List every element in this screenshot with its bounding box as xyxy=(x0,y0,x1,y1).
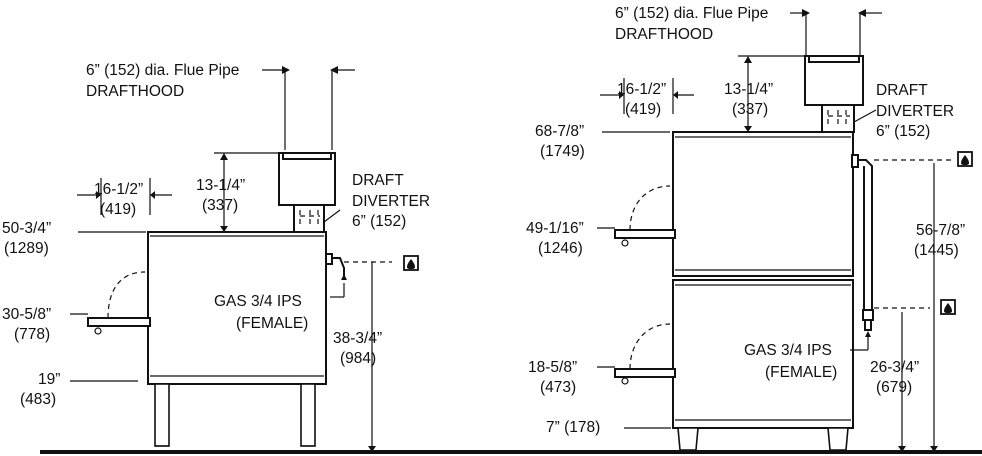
right-diverter-size: 6” (152) xyxy=(876,123,930,140)
left-hood-dimension xyxy=(214,152,279,232)
right-gas-label-line1: GAS 3/4 IPS xyxy=(744,342,832,359)
left-gas-connection xyxy=(325,253,392,452)
left-gas-height-in: 38-3/4” xyxy=(333,330,382,347)
left-drafthood-label: DRAFTHOOD xyxy=(86,83,184,100)
right-unit: 6” (152) dia. Flue Pipe DRAFTHOOD DRAFT … xyxy=(526,5,973,452)
right-gas-upper-in: 56-7/8” xyxy=(916,222,965,239)
left-flue-arrows xyxy=(262,66,355,150)
left-conveyor xyxy=(87,271,151,335)
right-gas-lower-in: 26-3/4” xyxy=(870,359,919,376)
right-flue-pipe-label: 6” (152) dia. Flue Pipe xyxy=(615,5,768,22)
right-width-mm: (419) xyxy=(625,101,661,118)
right-leg-height: 7” (178) xyxy=(546,419,600,436)
right-hood-dimension xyxy=(738,55,805,132)
left-gas-height-mm: (984) xyxy=(340,350,376,367)
right-draft-diverter xyxy=(821,104,855,133)
left-leg-back xyxy=(300,383,316,447)
right-lower-oven xyxy=(672,279,854,429)
left-gas-label-line2: (FEMALE) xyxy=(236,315,308,332)
left-top-height-mm: (1289) xyxy=(4,240,49,257)
left-diverter-label: DIVERTER xyxy=(352,193,430,210)
right-width-dimension xyxy=(600,78,694,114)
gas-connection-icon xyxy=(403,255,419,271)
right-diverter-label: DIVERTER xyxy=(876,103,954,120)
left-conveyor-height-in: 30-5/8” xyxy=(2,306,51,323)
gas-connection-icon xyxy=(957,151,973,167)
right-drafthood-label: DRAFTHOOD xyxy=(615,26,713,43)
gas-connection-icon xyxy=(940,299,956,315)
right-gas-label-line2: (FEMALE) xyxy=(765,364,837,381)
left-drafthood-box xyxy=(278,152,336,206)
left-gas-label-line1: GAS 3/4 IPS xyxy=(214,293,302,310)
right-upper-conveyor-mm: (1246) xyxy=(538,240,583,257)
right-gas-upper-mm: (1445) xyxy=(914,242,959,259)
right-drafthood-box xyxy=(804,55,864,106)
right-draft-label: DRAFT xyxy=(876,82,928,99)
right-lower-conveyor-mm: (473) xyxy=(540,379,576,396)
left-oven-body xyxy=(147,231,327,385)
left-diverter-size: 6” (152) xyxy=(352,213,406,230)
right-flue-arrows xyxy=(790,9,882,55)
left-width-dimension xyxy=(77,178,172,215)
left-width-mm: (419) xyxy=(100,201,136,218)
right-hood-height-mm: (337) xyxy=(732,101,768,118)
right-gas-lower-mm: (679) xyxy=(876,379,912,396)
left-base-height-mm: (483) xyxy=(20,391,56,408)
right-top-height-mm: (1749) xyxy=(540,143,585,160)
right-lower-conveyor-in: 18-5/8” xyxy=(528,359,577,376)
right-top-height-in: 68-7/8” xyxy=(535,123,584,140)
right-upper-conveyor-in: 49-1/16” xyxy=(526,220,584,237)
left-unit: 6” (152) dia. Flue Pipe DRAFTHOOD DRAFT … xyxy=(2,62,430,452)
right-width-in: 16-1/2” xyxy=(617,81,666,98)
left-hood-height-in: 13-1/4” xyxy=(196,177,245,194)
right-upper-conveyor xyxy=(614,185,676,247)
right-gas-pipe xyxy=(850,154,952,452)
left-conveyor-height-mm: (778) xyxy=(14,326,50,343)
left-base-height-in: 19” xyxy=(38,371,60,388)
right-hood-height-in: 13-1/4” xyxy=(724,81,773,98)
left-draft-diverter xyxy=(293,204,325,233)
left-width-in: 16-1/2” xyxy=(94,181,143,198)
right-lower-conveyor xyxy=(614,323,676,385)
right-foot-front xyxy=(677,427,699,451)
right-upper-oven xyxy=(672,131,854,277)
left-draft-label: DRAFT xyxy=(352,172,404,189)
right-foot-back xyxy=(827,427,849,451)
left-leg-front xyxy=(154,383,170,447)
left-top-height-in: 50-3/4” xyxy=(2,220,51,237)
left-hood-height-mm: (337) xyxy=(202,197,238,214)
left-flue-pipe-label: 6” (152) dia. Flue Pipe xyxy=(86,62,239,79)
